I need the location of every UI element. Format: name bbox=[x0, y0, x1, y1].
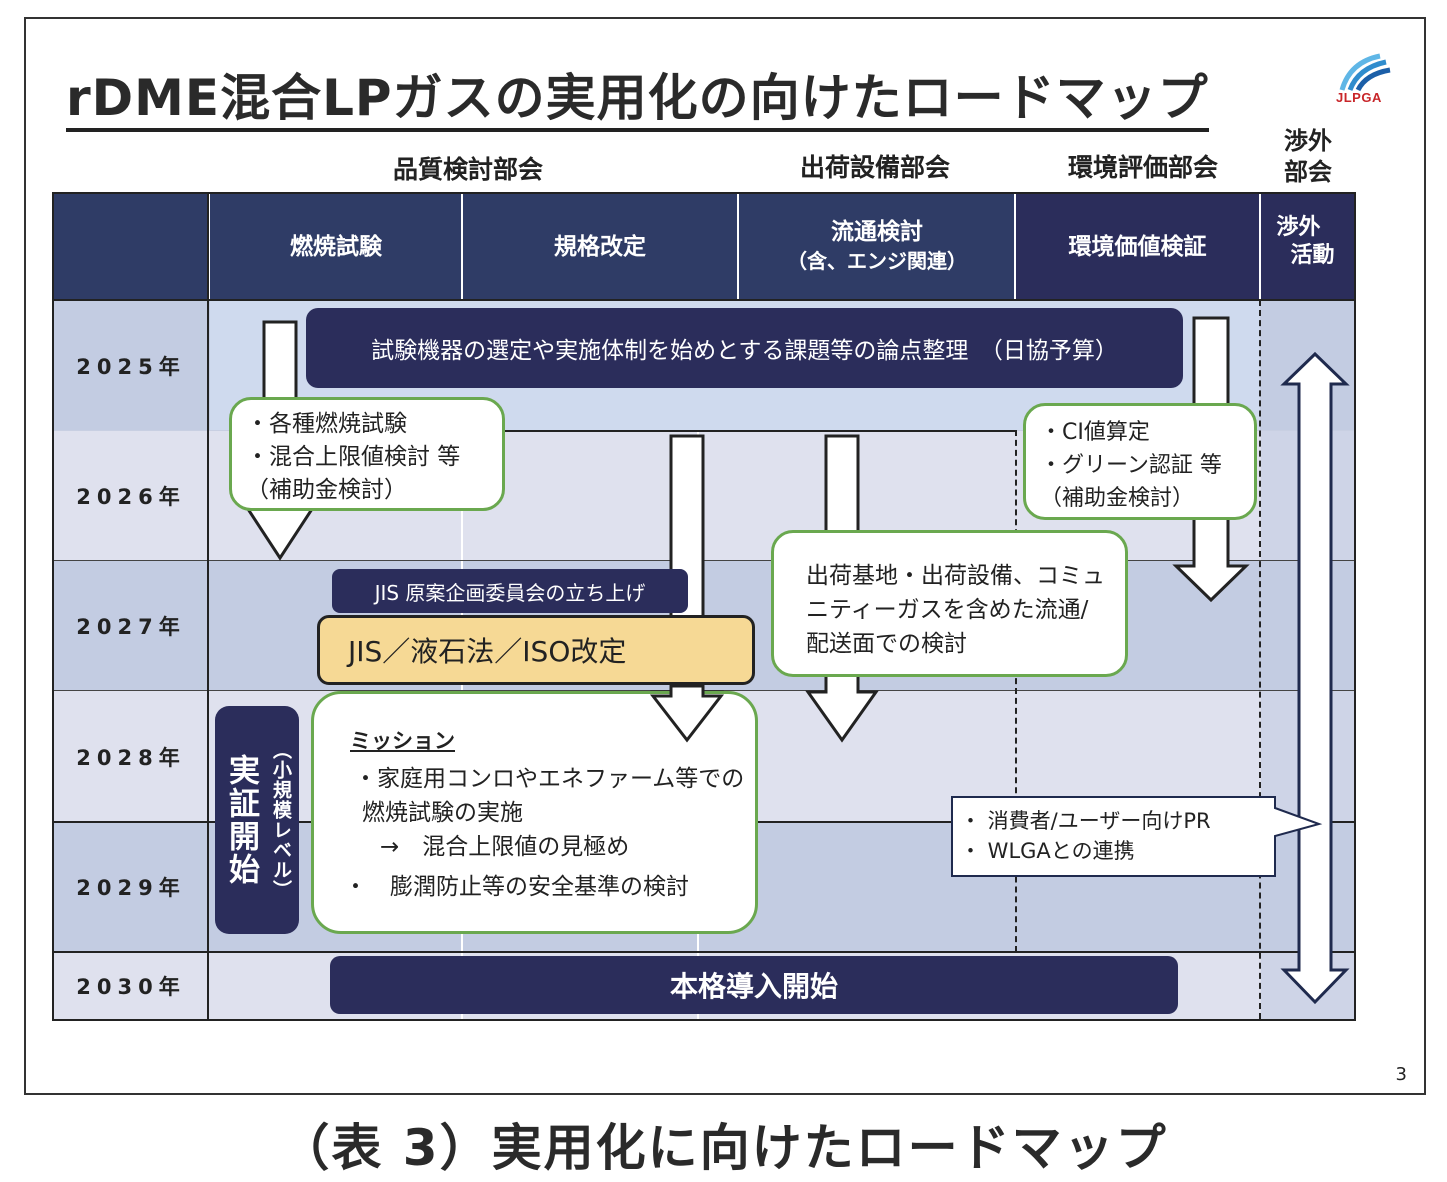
jis-committee-bar: JIS 原案企画委員会の立ち上げ bbox=[332, 569, 688, 613]
dashed-divider bbox=[1259, 300, 1261, 1019]
header-divider bbox=[208, 194, 210, 300]
column-label: 活動 bbox=[1290, 243, 1335, 268]
mission-heading: ミッション bbox=[350, 729, 455, 753]
box-line: ・CI値算定 bbox=[1040, 420, 1150, 445]
slide-title: rDME混合LPガスの実用化の向けたロードマップ bbox=[66, 70, 1209, 132]
box-line: ・混合上限値検討 等 bbox=[246, 444, 461, 470]
pr-callout-pointer bbox=[951, 796, 1323, 877]
distribution-review-box: 出荷基地・出荷設備、コミュ ニティーガスを含めた流通/ 配送面での検討 bbox=[771, 530, 1128, 677]
demo-start-bar: （小規模レベル） 実証開始 bbox=[215, 706, 299, 934]
environment-value-box: ・CI値算定 ・グリーン認証 等 （補助金検討） bbox=[1023, 403, 1257, 520]
year-label-2028: 2028年 bbox=[76, 745, 186, 770]
standards-revision-text: JIS／液石法／ISO改定 bbox=[348, 635, 627, 668]
jis-committee-text: JIS 原案企画委員会の立ち上げ bbox=[374, 580, 646, 605]
year-label-2030: 2030年 bbox=[76, 974, 186, 999]
demo-start-label: 実証開始 bbox=[223, 754, 259, 886]
year-label-2026: 2026年 bbox=[76, 485, 186, 509]
combustion-test-box: ・各種燃焼試験 ・混合上限値検討 等 （補助金検討） bbox=[229, 397, 505, 511]
table-frame bbox=[52, 192, 1356, 1021]
header-divider bbox=[461, 194, 463, 300]
header-divider bbox=[1014, 194, 1016, 300]
column-label: 燃焼試験 bbox=[290, 233, 382, 260]
figure-caption: （表 3）実用化に向けたロードマップ bbox=[279, 1119, 1168, 1177]
committee-quality: 品質検討部会 bbox=[392, 155, 543, 184]
table-header-env-bg bbox=[1016, 194, 1354, 300]
box-line: 出荷基地・出荷設備、コミュ bbox=[806, 563, 1105, 589]
committee-external: 渉外 部会 bbox=[1284, 127, 1332, 186]
issue-organization-text: 試験機器の選定や実施体制を始めとする課題等の論点整理 （日協予算） bbox=[371, 338, 1118, 364]
mission-line: → 混合上限値の見極め bbox=[380, 834, 630, 860]
arrow-down-icon bbox=[649, 684, 725, 743]
double-arrow-icon bbox=[1280, 351, 1350, 1005]
callout-line: ・ WLGAとの連携 bbox=[960, 839, 1135, 863]
box-line: （補助金検討） bbox=[1040, 486, 1195, 511]
box-line: ・各種燃焼試験 bbox=[246, 411, 407, 437]
column-header-environment: 環境価値検証 bbox=[1016, 194, 1259, 300]
column-header-external: 渉外 活動 bbox=[1261, 194, 1354, 300]
issue-organization-bar: 試験機器の選定や実施体制を始めとする課題等の論点整理 （日協予算） bbox=[306, 308, 1183, 388]
mission-line: ・ 膨潤防止等の安全基準の検討 bbox=[344, 874, 689, 900]
committee-shipping: 出荷設備部会 bbox=[799, 153, 950, 182]
column-label: 環境価値検証 bbox=[1068, 233, 1207, 260]
box-line: 配送面での検討 bbox=[806, 631, 967, 657]
column-label: 渉外 bbox=[1276, 215, 1321, 240]
header-bottom-line bbox=[54, 299, 1354, 301]
mission-line: 燃焼試験の実施 bbox=[362, 800, 523, 826]
full-launch-bar: 本格導入開始 bbox=[330, 956, 1178, 1014]
header-divider bbox=[737, 194, 739, 300]
column-label: 規格改定 bbox=[554, 233, 646, 260]
header-divider bbox=[1259, 194, 1261, 300]
row-divider bbox=[460, 430, 1016, 432]
year-column-divider bbox=[207, 194, 209, 1020]
column-header-combustion: 燃焼試験 bbox=[210, 194, 462, 300]
column-header-standards: 規格改定 bbox=[463, 194, 737, 300]
box-line: ニティーガスを含めた流通/ bbox=[806, 597, 1089, 623]
demo-start-sublabel: （小規模レベル） bbox=[270, 740, 292, 900]
dashed-divider bbox=[1015, 430, 1017, 952]
page-number: 3 bbox=[1395, 1064, 1407, 1085]
year-label-2027: 2027年 bbox=[76, 615, 186, 639]
box-line: ・グリーン認証 等 bbox=[1040, 453, 1222, 478]
column-label: 流通検討 bbox=[831, 219, 923, 245]
jlpga-logo-icon: JLPGA bbox=[1332, 52, 1404, 108]
logo-text: JLPGA bbox=[1336, 90, 1382, 105]
callout-line: ・ 消費者/ユーザー向けPR bbox=[960, 809, 1211, 833]
box-line: （補助金検討） bbox=[246, 477, 407, 503]
column-header-distribution: 流通検討 （含、エンジ関連） bbox=[739, 194, 1015, 300]
full-launch-text: 本格導入開始 bbox=[669, 970, 838, 1003]
mission-line: ・家庭用コンロやエネファーム等での bbox=[354, 766, 745, 792]
mission-box: ミッション ・家庭用コンロやエネファーム等での 燃焼試験の実施 → 混合上限値の… bbox=[311, 691, 758, 934]
standards-revision-box: JIS／液石法／ISO改定 bbox=[317, 615, 755, 685]
year-label-2025: 2025年 bbox=[76, 354, 186, 379]
year-label-2029: 2029年 bbox=[76, 876, 186, 900]
committee-environment: 環境評価部会 bbox=[1067, 153, 1218, 182]
pr-callout: ・ 消費者/ユーザー向けPR ・ WLGAとの連携 bbox=[960, 806, 1211, 866]
column-sublabel: （含、エンジ関連） bbox=[787, 249, 967, 273]
row-divider bbox=[54, 951, 1354, 953]
